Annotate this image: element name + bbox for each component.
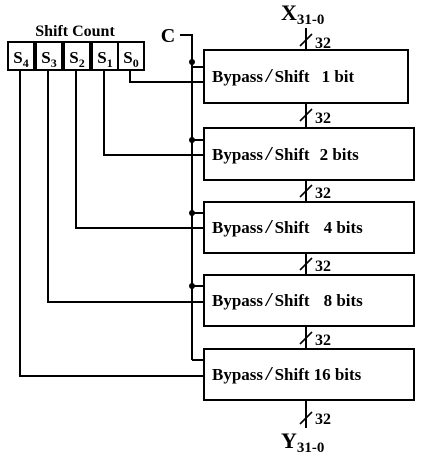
bus-tick-3 xyxy=(299,257,313,271)
s1-cell xyxy=(91,41,119,71)
stage-box xyxy=(203,127,415,181)
wires xyxy=(19,28,313,428)
bus-tick-output xyxy=(299,411,313,425)
junction-dot xyxy=(189,137,195,143)
junction-dot xyxy=(189,283,195,289)
s1-wire xyxy=(103,70,204,156)
output-bus-label: Y31-0 xyxy=(281,428,324,456)
bus-width-input: 32 xyxy=(315,35,331,52)
stage-box xyxy=(203,274,415,327)
control-junctions xyxy=(189,59,195,289)
s4-wire xyxy=(19,70,204,377)
stage-box xyxy=(203,49,409,104)
junction-dot xyxy=(189,59,195,65)
s3-wire xyxy=(47,70,204,303)
s3-label: S3 xyxy=(41,48,56,70)
s2-cell xyxy=(63,41,91,71)
stage-box xyxy=(203,348,415,401)
junction-dot xyxy=(189,210,195,216)
input-bus-label: X31-0 xyxy=(281,0,324,28)
bus-width-1-2: 32 xyxy=(315,110,331,127)
control-label: C xyxy=(161,25,175,47)
shift-count-title: Shift Count xyxy=(35,23,115,40)
s2-label: S2 xyxy=(69,48,84,70)
bus-width-2-3: 32 xyxy=(315,185,331,202)
bus-tick-input xyxy=(299,33,313,47)
bus-width-4-5: 32 xyxy=(315,332,331,349)
control-wire xyxy=(180,34,193,360)
s4-cell xyxy=(7,41,35,71)
bus-tick-1 xyxy=(299,108,313,122)
shift-count-register: Shift Count S4 S3 S2 S1 S0 xyxy=(7,23,145,71)
bus-width-output: 32 xyxy=(315,411,331,428)
s0-cell xyxy=(117,41,145,71)
s0-wire xyxy=(129,70,204,83)
s3-cell xyxy=(35,41,63,71)
s1-label: S1 xyxy=(97,48,112,70)
bus-width-3-4: 32 xyxy=(315,258,331,275)
bus-tick-2 xyxy=(299,184,313,198)
s2-wire xyxy=(75,70,204,229)
s4-label: S4 xyxy=(13,48,28,70)
s0-label: S0 xyxy=(123,48,138,70)
stage-box xyxy=(203,201,415,254)
bus-tick-4 xyxy=(299,331,313,345)
